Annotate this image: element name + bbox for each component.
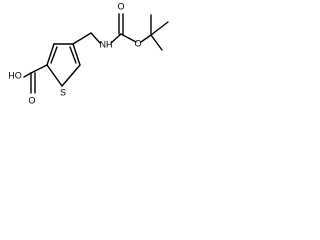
bond-ring-ch2 bbox=[72, 32, 92, 45]
acid-oxygen-label: O bbox=[28, 95, 35, 105]
ring-bond-c3-c2 bbox=[46, 43, 55, 66]
chemical-structure: HO O S NH O O bbox=[8, 1, 169, 105]
amine-label: NH bbox=[100, 39, 113, 49]
hydroxyl-label: HO bbox=[8, 70, 22, 80]
bond-nh-c bbox=[110, 33, 122, 44]
bond-o-tertbutyl bbox=[140, 34, 152, 43]
sulfur-label: S bbox=[60, 87, 66, 97]
bond-ho-c bbox=[23, 72, 32, 78]
carbamate-oxygen-label: O bbox=[117, 1, 124, 11]
ring-double-bond-c4-c5 bbox=[69, 46, 77, 64]
bond-ch2-nh bbox=[90, 32, 101, 44]
ring-bond-c2-s bbox=[46, 64, 63, 87]
ring-bond-s-c5 bbox=[61, 64, 81, 87]
ring-bond-c5-c4 bbox=[72, 43, 81, 66]
ether-oxygen-label: O bbox=[134, 38, 141, 48]
bond-tertbutyl-methyl-right bbox=[150, 21, 169, 36]
bond-c-o-single bbox=[120, 33, 137, 43]
bond-tertbutyl-methyl-bottom bbox=[150, 34, 163, 51]
ring-double-bond-c2-c3 bbox=[50, 46, 58, 64]
bond-acid-c-ring bbox=[30, 64, 48, 74]
